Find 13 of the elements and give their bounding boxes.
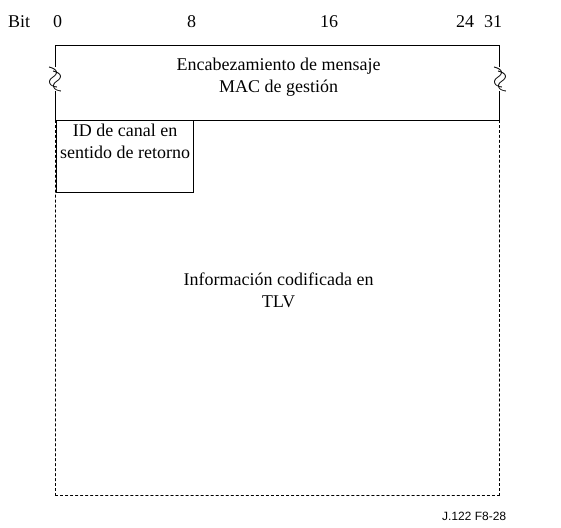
data-field xyxy=(55,120,500,496)
bit-number: 24 xyxy=(456,11,474,31)
header-field xyxy=(55,45,500,121)
channel-id-field xyxy=(56,120,194,193)
bit-number: 31 xyxy=(484,11,502,31)
bit-axis-label: Bit xyxy=(8,11,30,31)
bit-number: 8 xyxy=(187,11,196,31)
bit-number: 16 xyxy=(320,11,338,31)
bit-number: 0 xyxy=(53,11,62,31)
field-label: ID de canal en sentido de retorno xyxy=(59,119,191,163)
field-label: Información codificada en TLV xyxy=(182,268,374,312)
figure-id: J.122 F8-28 xyxy=(442,508,506,525)
field-label: Encabezamiento de mensaje MAC de gestión xyxy=(176,53,382,97)
